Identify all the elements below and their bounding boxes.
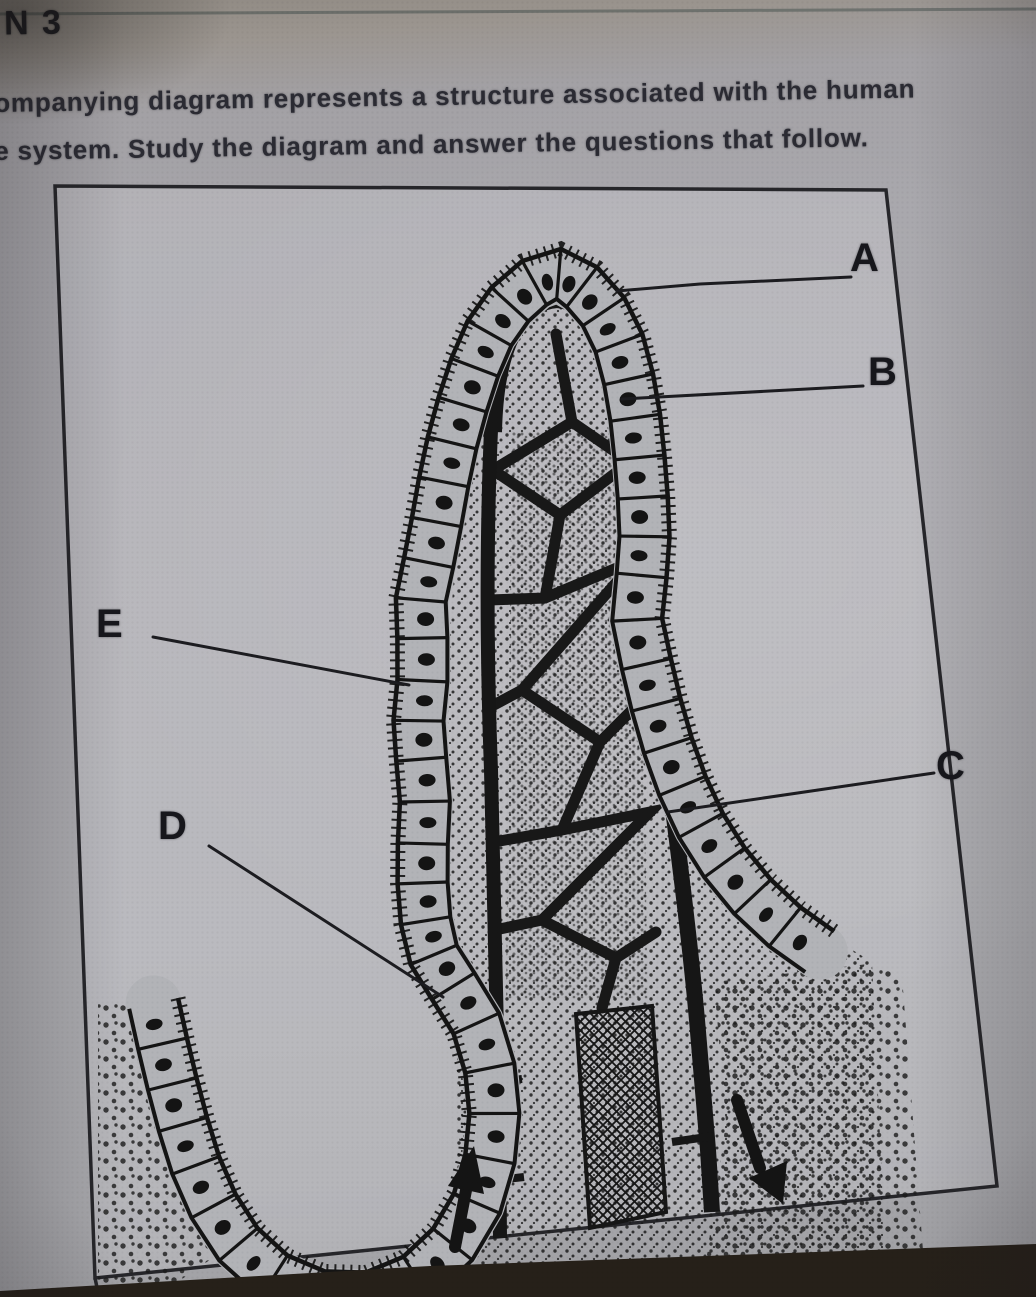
diagram-label-b: B — [868, 350, 897, 394]
leader-line-a — [615, 275, 853, 293]
flow-down-arrow-shaft — [731, 1094, 766, 1174]
diagram-label-e: E — [96, 602, 123, 646]
leader-line-b — [620, 384, 865, 401]
flow-up-arrow-shaft — [449, 1174, 474, 1253]
page-rule-line — [0, 7, 1036, 16]
leader-lines — [151, 275, 936, 999]
lacteal-hatched — [573, 1003, 669, 1231]
leader-line-d — [207, 844, 445, 999]
diagram-label-c: C — [936, 744, 965, 788]
leader-line-e — [151, 635, 411, 687]
question-number: N 3 — [3, 3, 64, 43]
diagram-label-d: D — [158, 804, 187, 848]
flow-down-arrow-head — [749, 1161, 787, 1204]
flow-up-arrow-head — [448, 1146, 484, 1194]
photo-background-edge — [0, 1244, 1036, 1297]
diagram-label-a: A — [850, 236, 879, 280]
leader-line-c — [666, 771, 936, 814]
capillary-mesh — [483, 328, 667, 1014]
